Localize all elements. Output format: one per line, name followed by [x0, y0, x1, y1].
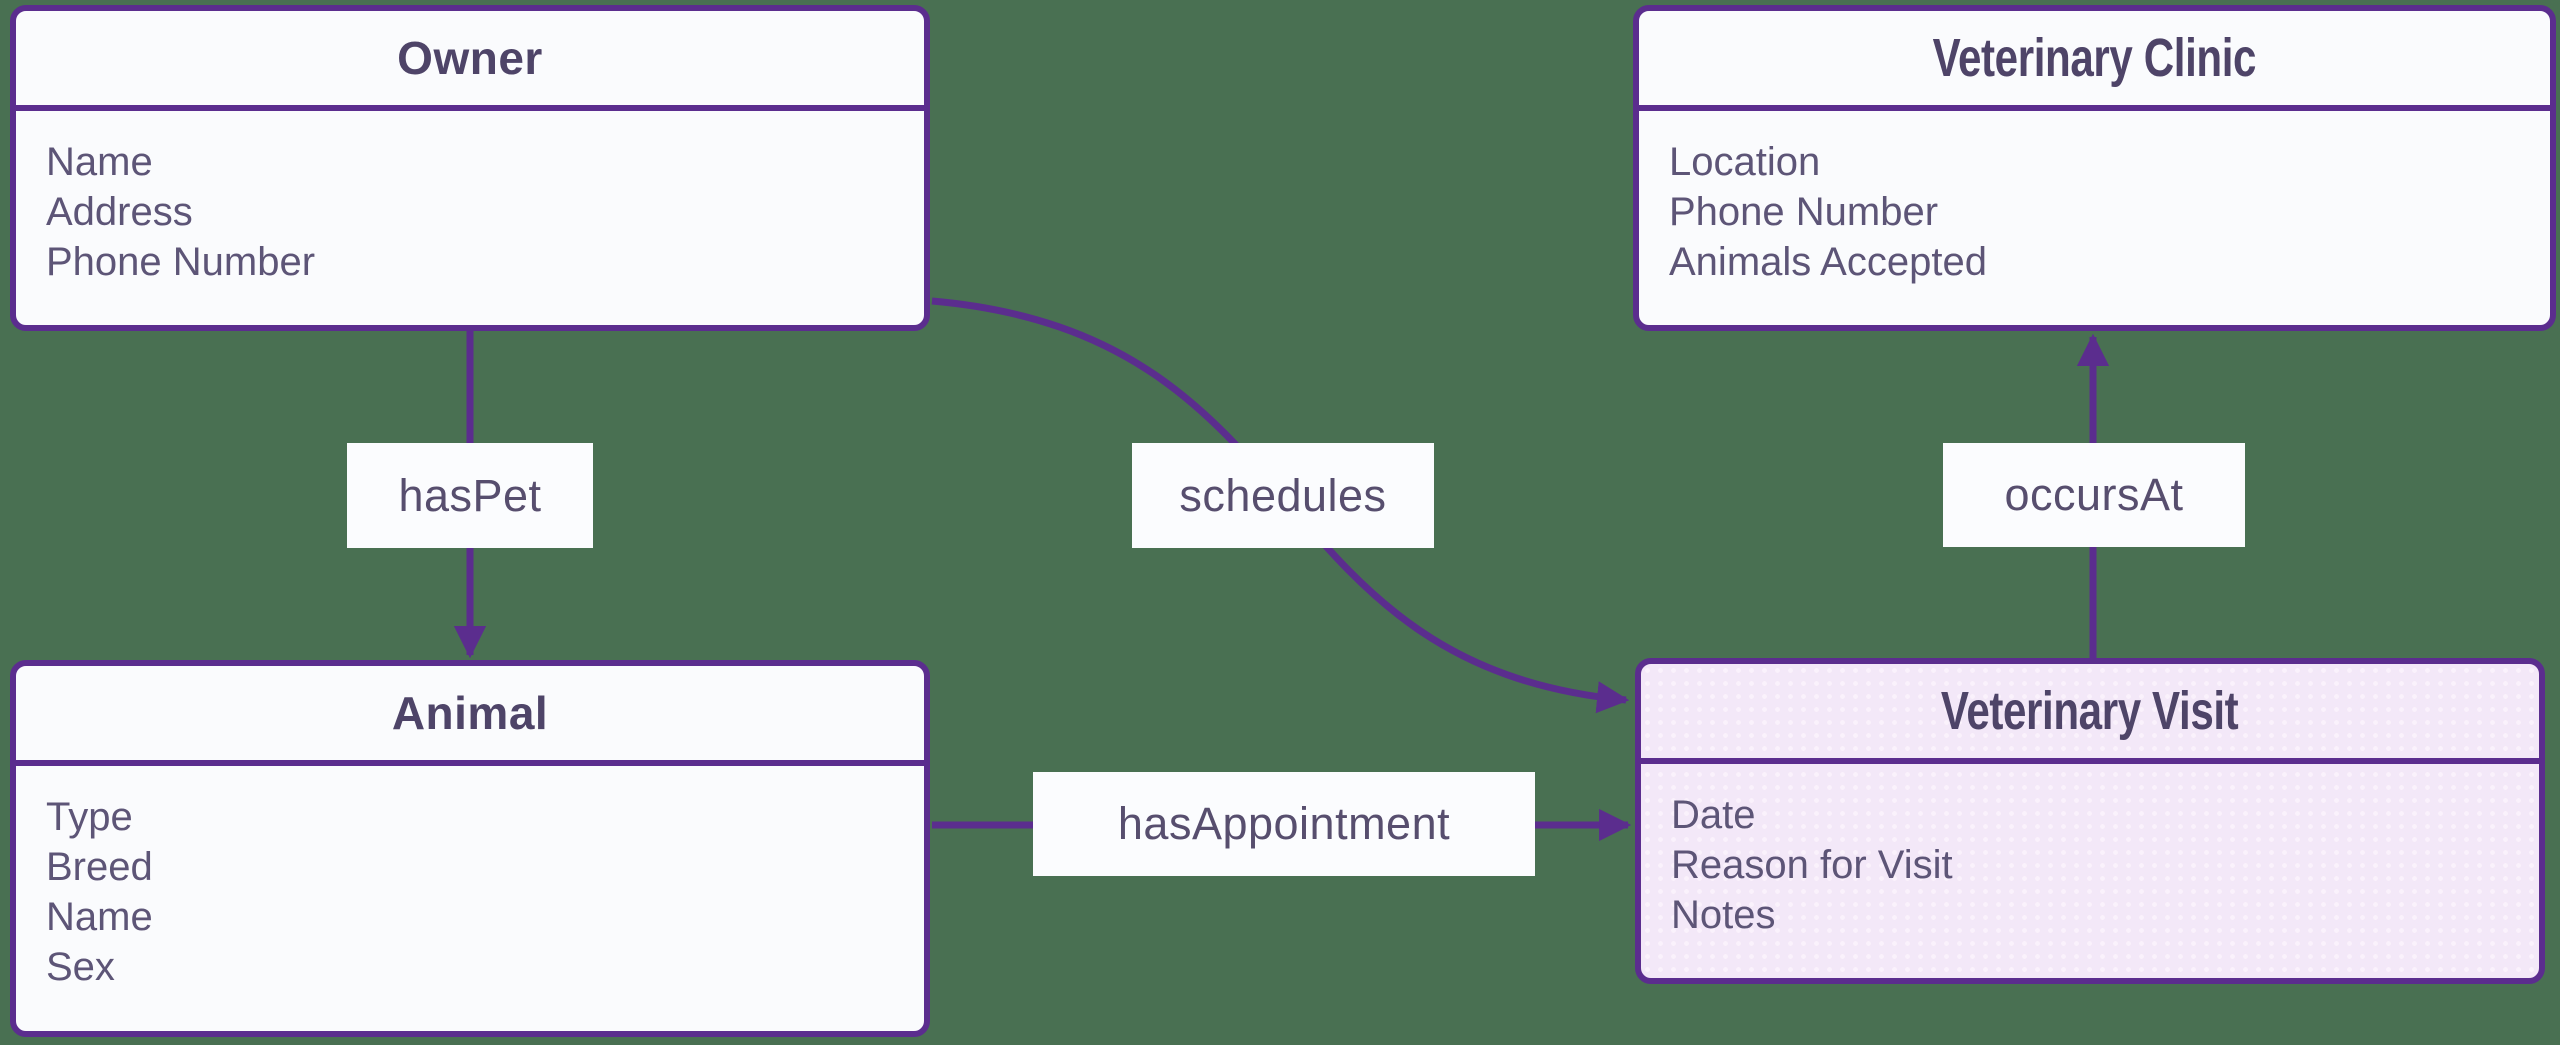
attribute-line: Location — [1669, 140, 1821, 184]
entity-veterinary-clinic-header: Veterinary Clinic — [1639, 11, 2550, 111]
attribute-line: Address — [46, 190, 193, 234]
entity-animal-attributes: Type Breed Name Sex — [16, 766, 924, 992]
attribute-line: Name — [46, 895, 153, 939]
entity-veterinary-clinic-attributes: Location Phone Number Animals Accepted — [1639, 111, 2550, 287]
entity-owner: Owner Name Address Phone Number — [10, 5, 930, 331]
attribute-line: Animals Accepted — [1669, 240, 1987, 284]
attribute-line: Notes — [1671, 893, 1776, 937]
entity-owner-attributes: Name Address Phone Number — [16, 111, 924, 287]
entity-owner-title: Owner — [397, 32, 543, 84]
relationship-label-occursat: occursAt — [1943, 443, 2245, 547]
relationship-label-text: hasPet — [398, 469, 542, 521]
attribute-line: Date — [1671, 793, 1756, 837]
relationship-label-hasappointment: hasAppointment — [1033, 772, 1535, 876]
entity-veterinary-visit: Veterinary Visit Date Reason for Visit N… — [1635, 658, 2545, 984]
attribute-line: Sex — [46, 945, 115, 989]
relationship-label-text: occursAt — [2004, 469, 2184, 520]
entity-owner-header: Owner — [16, 11, 924, 111]
attribute-line: Name — [46, 140, 153, 184]
entity-animal-header: Animal — [16, 666, 924, 766]
relationship-label-schedules: schedules — [1132, 443, 1434, 548]
relationship-label-text: hasAppointment — [1117, 798, 1451, 849]
attribute-line: Type — [46, 795, 133, 839]
relationship-label-haspet: hasPet — [347, 443, 593, 548]
entity-animal-title: Animal — [391, 687, 549, 739]
attribute-line: Phone Number — [1669, 190, 1939, 234]
attribute-line: Breed — [46, 845, 153, 889]
entity-veterinary-clinic: Veterinary Clinic Location Phone Number … — [1633, 5, 2556, 331]
entity-veterinary-visit-title: Veterinary Visit — [1941, 681, 2239, 741]
attribute-line: Phone Number — [46, 240, 316, 284]
entity-animal: Animal Type Breed Name Sex — [10, 660, 930, 1037]
relationship-label-text: schedules — [1179, 469, 1387, 521]
attribute-line: Reason for Visit — [1671, 843, 1953, 887]
entity-veterinary-visit-header: Veterinary Visit — [1641, 664, 2539, 764]
entity-veterinary-visit-attributes: Date Reason for Visit Notes — [1641, 764, 2539, 940]
entity-veterinary-clinic-title: Veterinary Clinic — [1932, 28, 2257, 88]
